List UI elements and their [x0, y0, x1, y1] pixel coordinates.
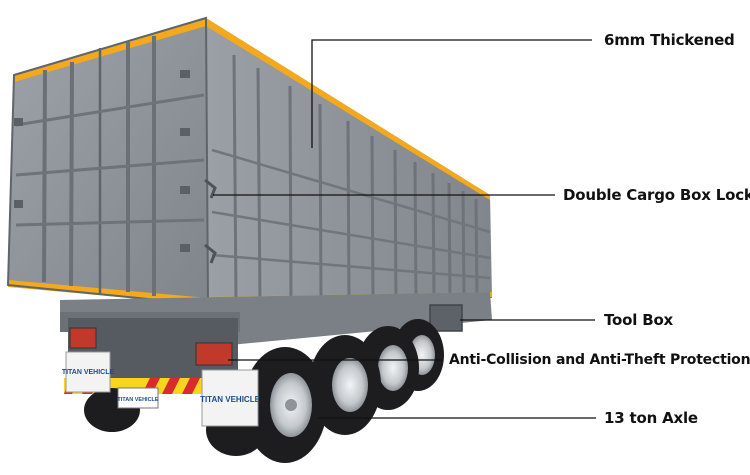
- trailer-wheels: [84, 319, 444, 463]
- callout-label-toolbox: Tool Box: [604, 311, 674, 329]
- callout-label-axle: 13 ton Axle: [604, 409, 698, 427]
- callout-label-protection: Anti-Collision and Anti-Theft Protection: [449, 352, 750, 368]
- callout-label-thickened: 6mm Thickened: [604, 31, 735, 49]
- center-plate-text: TITAN VEHICLE: [117, 397, 158, 403]
- mudflap-right-text: TITAN VEHICLE: [200, 395, 261, 404]
- callout-leaders: [213, 39, 596, 419]
- callout-label-locks: Double Cargo Box Locks: [563, 186, 750, 204]
- cargo-box-side-wall: [206, 18, 492, 305]
- cargo-box-rear-doors: [6, 16, 217, 307]
- mudflaps: [65, 351, 259, 427]
- leader-thickened: [311, 39, 592, 148]
- mudflap-left-text: TITAN VEHICLE: [62, 369, 115, 376]
